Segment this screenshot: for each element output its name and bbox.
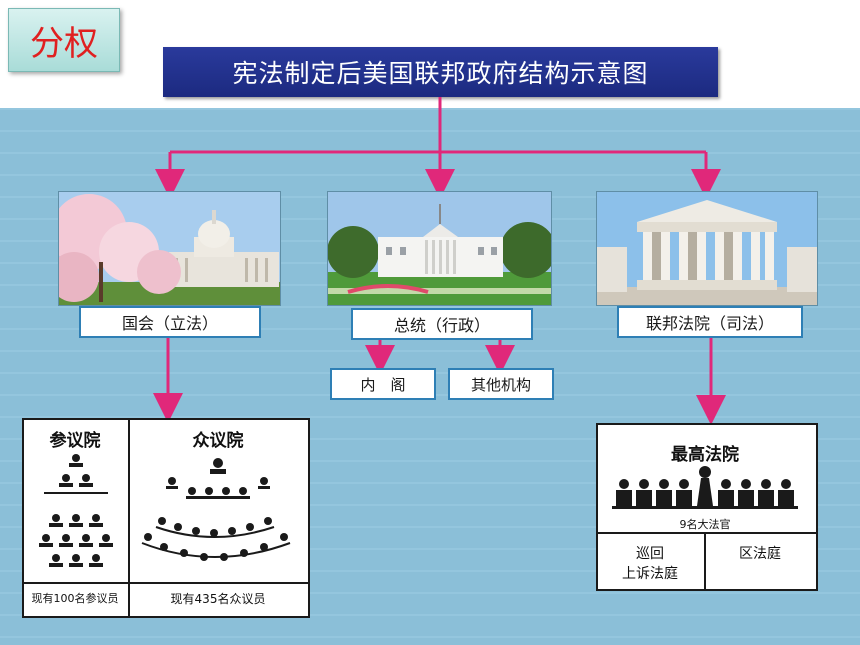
court-divider-vertical bbox=[704, 532, 706, 589]
senate-title: 参议院 bbox=[49, 431, 101, 451]
house-title: 众议院 bbox=[192, 431, 244, 451]
supreme-court-title: 最高法院 bbox=[671, 445, 739, 465]
appeals-court-line2: 上诉法庭 bbox=[622, 566, 678, 582]
house-seating-icon bbox=[141, 458, 291, 561]
house-note: 现有435名众议员 bbox=[170, 592, 266, 606]
white-house-photo bbox=[327, 191, 552, 306]
corner-tag: 分权 bbox=[8, 8, 120, 72]
congress-divider-vertical bbox=[128, 418, 130, 616]
court-divider-horizontal bbox=[596, 532, 816, 534]
court-label: 联邦法院（司法） bbox=[617, 306, 803, 338]
district-court: 区法庭 bbox=[739, 546, 781, 562]
president-label: 总统（行政） bbox=[351, 308, 533, 340]
capitol-photo bbox=[58, 191, 281, 306]
other-agencies-label: 其他机构 bbox=[448, 368, 554, 400]
senate-seating-icon bbox=[39, 454, 113, 567]
justices-bench-icon bbox=[612, 466, 798, 509]
supreme-court-photo bbox=[596, 191, 818, 306]
congress-divider-horizontal bbox=[22, 582, 310, 584]
congress-label: 国会（立法） bbox=[79, 306, 261, 338]
senate-note: 现有100名参议员 bbox=[31, 592, 119, 605]
diagram-title: 宪法制定后美国联邦政府结构示意图 bbox=[163, 47, 718, 97]
appeals-court-line1: 巡回 bbox=[636, 546, 664, 562]
congress-box bbox=[22, 418, 310, 618]
justices-note: 9名大法官 bbox=[679, 518, 731, 531]
cabinet-label: 内 阁 bbox=[330, 368, 436, 400]
